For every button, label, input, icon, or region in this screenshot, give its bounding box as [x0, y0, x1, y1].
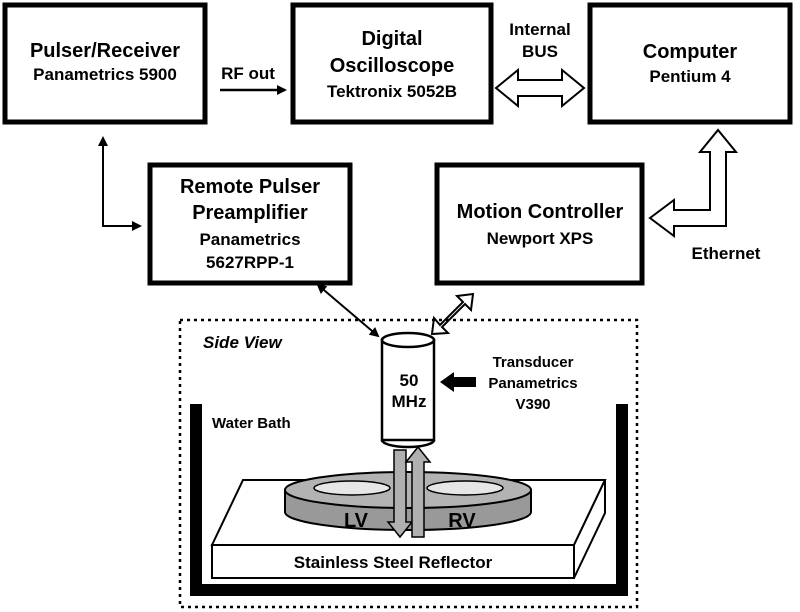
computer-title: Computer	[643, 41, 738, 63]
transducer-freq-line1: 50	[400, 371, 419, 390]
motion-transducer-arrow	[430, 292, 475, 336]
side-view-frame: Side View	[178, 318, 639, 609]
motion-controller-box: Motion Controller Newport XPS	[434, 162, 645, 286]
computer-box: Computer Pentium 4	[587, 2, 793, 125]
pulser-receiver-box: Pulser/Receiver Panametrics 5900	[2, 2, 208, 125]
oscilloscope-title-line2: Oscilloscope	[330, 55, 455, 77]
pulser-preamp-connector	[98, 136, 142, 231]
lv-label: LV	[344, 510, 369, 532]
internal-bus-arrow: Internal BUS	[494, 20, 586, 109]
computer-model: Pentium 4	[649, 67, 731, 86]
transducer-label-line3: V390	[515, 396, 550, 413]
tissue-sample: LV RV	[284, 471, 532, 532]
oscilloscope-model: Tektronix 5052B	[327, 82, 457, 101]
internal-bus-label-line2: BUS	[522, 42, 558, 61]
pulser-title: Pulser/Receiver	[30, 40, 180, 62]
transducer: 50 MHz	[380, 331, 436, 449]
preamp-title-line1: Remote Pulser	[180, 176, 320, 198]
preamp-transducer-connector	[316, 283, 380, 338]
preamp-title-line2: Preamplifier	[192, 202, 308, 224]
reflector-label: Stainless Steel Reflector	[294, 553, 493, 572]
ethernet-arrow: Ethernet	[648, 128, 761, 263]
preamp-model-line2: 5627RPP-1	[206, 253, 294, 272]
preamplifier-box: Remote Pulser Preamplifier Panametrics 5…	[147, 162, 353, 286]
preamp-model-line1: Panametrics	[199, 230, 300, 249]
oscilloscope-title-line1: Digital	[361, 28, 422, 50]
transducer-label-line2: Panametrics	[488, 375, 577, 392]
rv-label: RV	[448, 510, 476, 532]
oscilloscope-box: Digital Oscilloscope Tektronix 5052B	[290, 2, 494, 125]
motion-model: Newport XPS	[487, 229, 594, 248]
transducer-pointer: Transducer Panametrics V390	[440, 354, 578, 413]
motion-title: Motion Controller	[457, 201, 624, 223]
side-view-title: Side View	[203, 333, 284, 352]
pulser-model: Panametrics 5900	[33, 65, 177, 84]
ethernet-label: Ethernet	[692, 244, 761, 263]
rf-out-label: RF out	[221, 64, 275, 83]
transducer-label-line1: Transducer	[493, 354, 574, 371]
rf-out-arrow: RF out	[220, 64, 287, 95]
water-bath: Water Bath	[190, 404, 628, 596]
internal-bus-label-line1: Internal	[509, 20, 570, 39]
beam-arrows	[386, 445, 432, 539]
transducer-freq-line2: MHz	[392, 392, 427, 411]
water-bath-label: Water Bath	[212, 415, 291, 432]
